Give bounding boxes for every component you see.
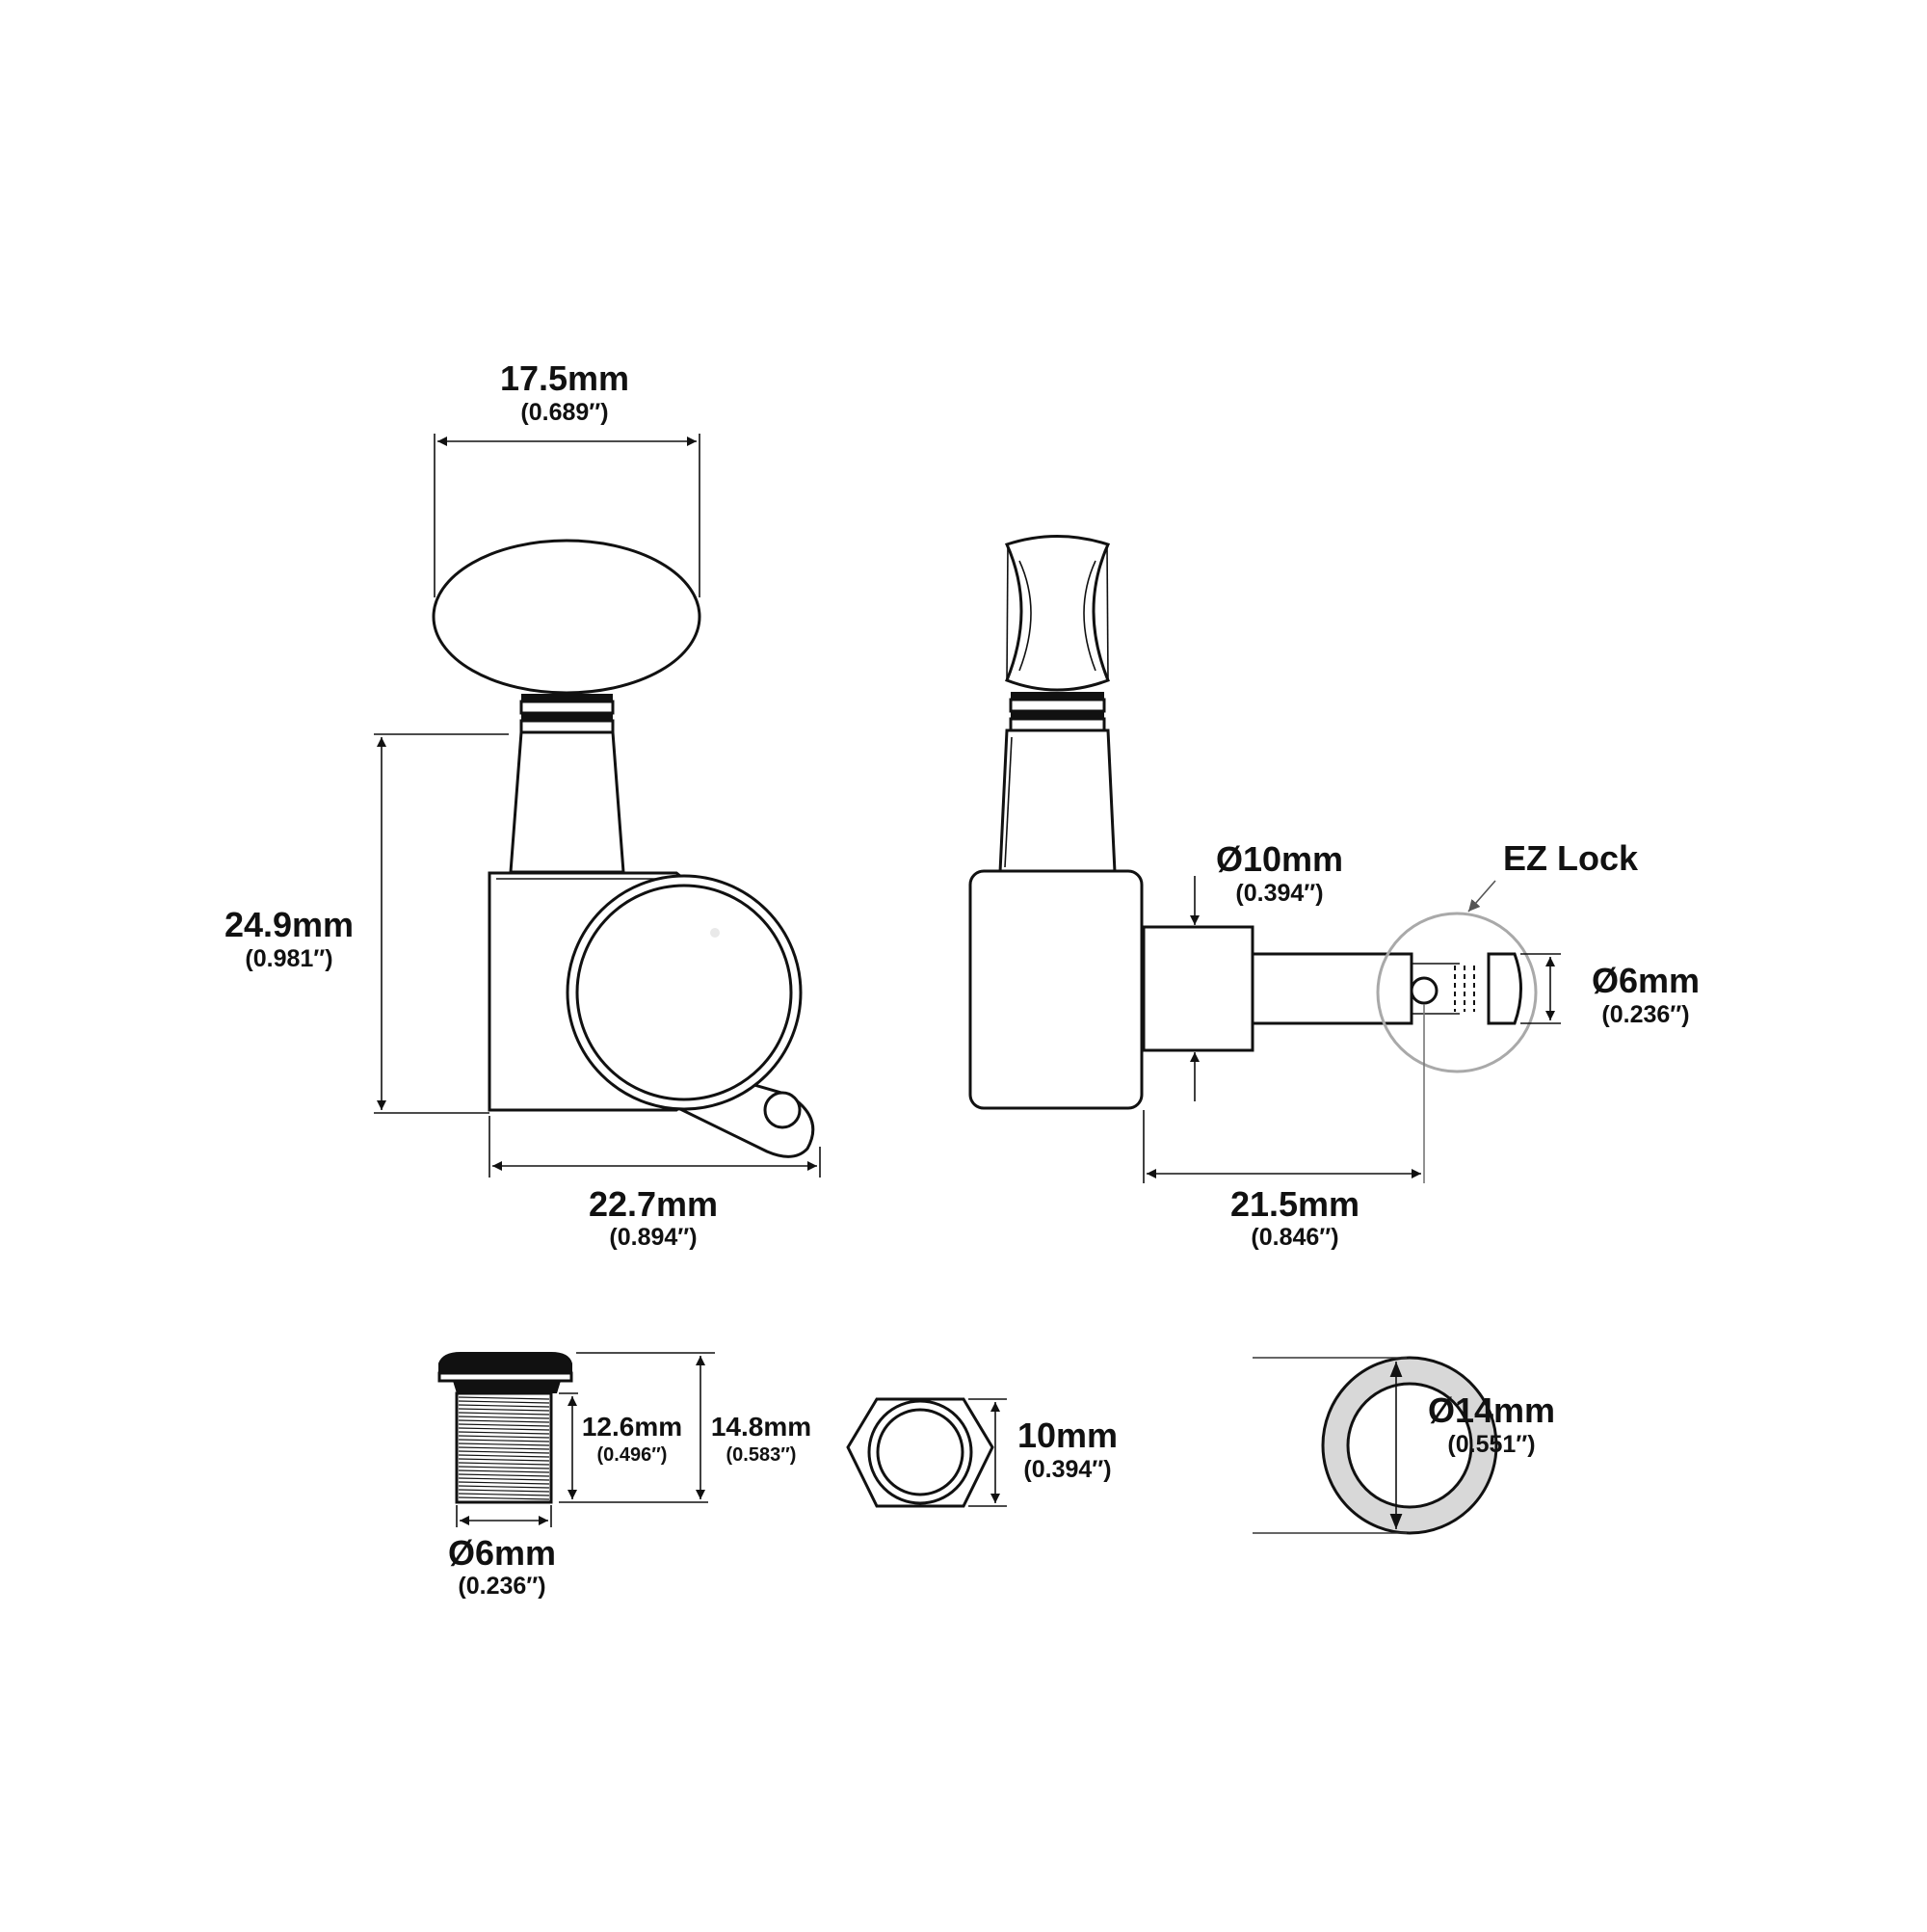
dim-bushing-thread-length: 12.6mm (0.496″) bbox=[559, 1392, 708, 1503]
front-width-mm: 22.7mm bbox=[589, 1184, 718, 1224]
dim-bushing-diameter: Ø6mm (0.236″) bbox=[448, 1505, 556, 1600]
side-knob bbox=[1004, 535, 1111, 692]
thread-line bbox=[458, 1462, 550, 1466]
front-width-inch: (0.894″) bbox=[609, 1224, 697, 1251]
dim-shaft-length: 21.5mm (0.846″) bbox=[1143, 1004, 1425, 1251]
thread-line bbox=[458, 1469, 550, 1473]
thread-line bbox=[458, 1416, 550, 1419]
washer-diameter-inch: (0.551″) bbox=[1447, 1431, 1535, 1458]
dim-nut-size: 10mm (0.394″) bbox=[968, 1398, 1118, 1507]
hex-nut-part: 10mm (0.394″) bbox=[846, 1397, 1118, 1508]
thread-line bbox=[458, 1454, 550, 1458]
thread-line bbox=[458, 1408, 550, 1412]
front-knob-collar bbox=[519, 694, 615, 734]
shaft-length-inch: (0.846″) bbox=[1251, 1224, 1338, 1251]
bushing-total-length-inch: (0.583″) bbox=[726, 1444, 797, 1466]
ez-lock-detail bbox=[1410, 952, 1522, 1025]
thread-line bbox=[458, 1431, 550, 1435]
dim-washer-diameter: Ø14mm (0.551″) bbox=[1253, 1357, 1555, 1534]
bushing-total-length-mm: 14.8mm bbox=[711, 1412, 811, 1442]
thread-line bbox=[458, 1419, 550, 1423]
front-stem bbox=[509, 730, 625, 874]
thread-line bbox=[458, 1493, 550, 1496]
side-stem bbox=[998, 728, 1117, 874]
thread-line bbox=[458, 1400, 550, 1404]
knob-width-inch: (0.689″) bbox=[520, 399, 608, 426]
side-knob-collar bbox=[1009, 692, 1106, 732]
bushing-thread-lines bbox=[458, 1396, 550, 1500]
bushing-thread-length-inch: (0.496″) bbox=[597, 1444, 668, 1466]
thread-line bbox=[458, 1396, 550, 1400]
thread-line bbox=[458, 1477, 550, 1481]
dim-knob-width: 17.5mm (0.689″) bbox=[434, 358, 700, 597]
ez-lock-callout: EZ Lock bbox=[1467, 838, 1639, 913]
thread-line bbox=[458, 1404, 550, 1408]
side-post bbox=[1142, 925, 1254, 1052]
side-housing bbox=[968, 869, 1144, 1110]
ez-lock-string-hole bbox=[1410, 976, 1439, 1005]
dim-post-diameter: Ø10mm (0.394″) bbox=[1187, 839, 1343, 1101]
nut-size-inch: (0.394″) bbox=[1023, 1456, 1111, 1483]
thread-line bbox=[458, 1442, 550, 1446]
thread-line bbox=[458, 1412, 550, 1416]
shaft-length-mm: 21.5mm bbox=[1230, 1184, 1359, 1224]
ez-lock-label: EZ Lock bbox=[1503, 838, 1639, 878]
washer-part: Ø14mm (0.551″) bbox=[1253, 1356, 1555, 1535]
front-height-inch: (0.981″) bbox=[245, 945, 332, 972]
thread-line bbox=[458, 1427, 550, 1431]
washer-ring bbox=[1321, 1356, 1498, 1535]
knob-width-mm: 17.5mm bbox=[500, 358, 629, 398]
thread-line bbox=[458, 1485, 550, 1489]
thread-line bbox=[458, 1423, 550, 1427]
bushing-diameter-mm: Ø6mm bbox=[448, 1533, 556, 1573]
side-shaft bbox=[1251, 952, 1413, 1025]
front-knob bbox=[432, 539, 701, 695]
post-diameter-mm: Ø10mm bbox=[1216, 839, 1343, 879]
thread-line bbox=[458, 1466, 550, 1469]
front-mount-hole bbox=[763, 1091, 802, 1129]
shaft-diameter-inch: (0.236″) bbox=[1601, 1001, 1689, 1028]
dim-bushing-total-length: 14.8mm (0.583″) bbox=[576, 1352, 811, 1499]
hex-nut-ring-inner bbox=[876, 1408, 964, 1496]
front-height-mm: 24.9mm bbox=[224, 905, 354, 944]
thread-line bbox=[458, 1458, 550, 1462]
thread-line bbox=[458, 1473, 550, 1477]
ez-lock-highlight-circle bbox=[1376, 912, 1538, 1073]
thread-line bbox=[458, 1446, 550, 1450]
thread-line bbox=[458, 1450, 550, 1454]
bushing-flange bbox=[438, 1352, 572, 1374]
bushing-thread-length-mm: 12.6mm bbox=[582, 1412, 682, 1442]
thread-line bbox=[458, 1489, 550, 1493]
post-diameter-inch: (0.394″) bbox=[1235, 880, 1323, 907]
thread-line bbox=[458, 1496, 550, 1500]
side-view: EZ Lock Ø10mm (0.394″) Ø6mm (0.236″) 21.… bbox=[968, 535, 1700, 1251]
dim-shaft-diameter: Ø6mm (0.236″) bbox=[1520, 953, 1700, 1028]
front-view: 17.5mm (0.689″) 24.9mm (0.981″) 22.7mm (… bbox=[224, 358, 821, 1251]
thread-line bbox=[458, 1439, 550, 1442]
dim-front-height: 24.9mm (0.981″) bbox=[224, 733, 509, 1114]
thread-line bbox=[458, 1435, 550, 1439]
shaft-diameter-mm: Ø6mm bbox=[1592, 961, 1700, 1000]
thread-line bbox=[458, 1481, 550, 1485]
nut-size-mm: 10mm bbox=[1017, 1416, 1118, 1455]
dim-front-width: 22.7mm (0.894″) bbox=[488, 1116, 821, 1251]
washer-diameter-mm: Ø14mm bbox=[1428, 1390, 1555, 1430]
bushing-part: 12.6mm (0.496″) 14.8mm (0.583″) Ø6mm (0.… bbox=[437, 1352, 811, 1600]
bushing-diameter-inch: (0.236″) bbox=[458, 1573, 545, 1600]
